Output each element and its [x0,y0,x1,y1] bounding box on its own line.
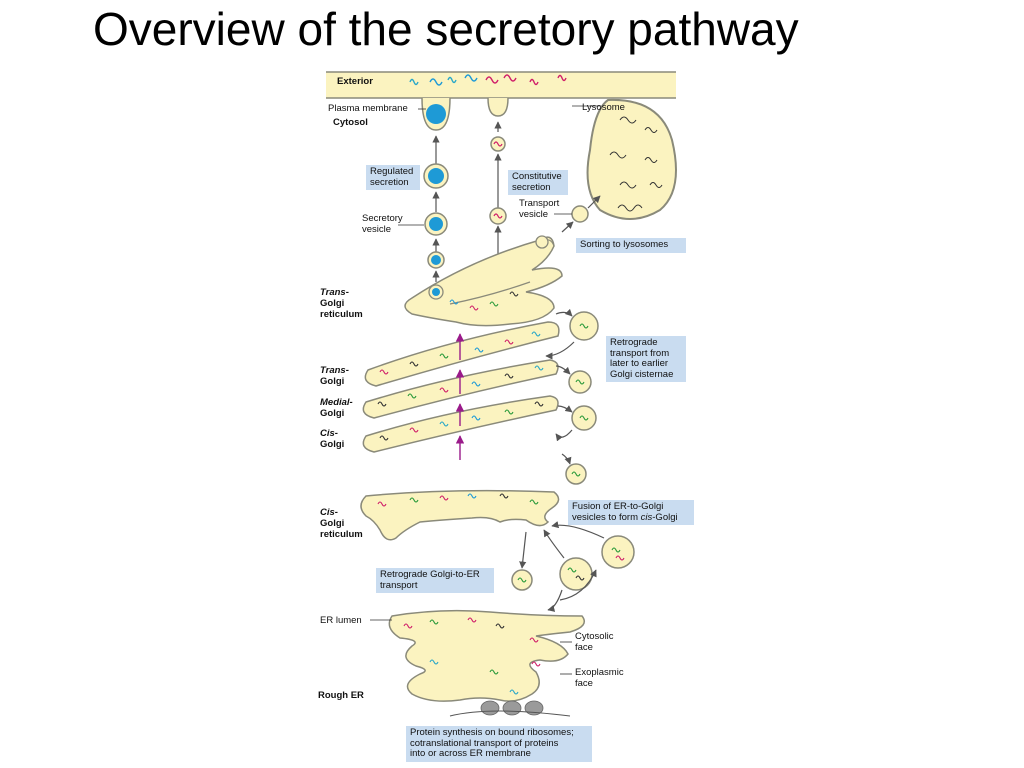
cis-golgi-label: Cis- Golgi [320,428,344,450]
transport-vesicle-label: Transport vesicle [519,198,560,220]
fusion-er-golgi-callout: Fusion of ER-to-Golgi vesicles to form c… [568,500,694,525]
rough-er [370,609,585,717]
pathway-illustration [326,71,677,717]
trans-golgi-reticulum-label: Trans- Golgi reticulum [320,287,363,320]
fusion-suffix: -Golgi [652,511,678,523]
sorting-to-lysosomes-callout: Sorting to lysosomes [576,238,686,253]
constitutive-secretion-callout: Constitutive secretion [508,170,568,195]
trans-golgi-suffix: Golgi [320,376,345,387]
fusion-italic: cis [640,511,653,523]
lysosome [561,98,677,233]
rough-er-label: Rough ER [318,690,364,701]
trans-golgi-reticulum-prefix: Trans- [320,287,349,298]
medial-golgi-suffix: Golgi [320,408,345,419]
protein-synthesis-callout: Protein synthesis on bound ribosomes; co… [406,726,592,762]
plasma-membrane-label: Plasma membrane [328,103,408,114]
cis-golgi-prefix: Cis- [320,428,338,439]
retrograde-er-callout: Retrograde Golgi-to-ER transport [376,568,494,593]
cytosol-label: Cytosol [333,117,368,128]
leader-lines [398,105,600,226]
slide-title: Overview of the secretory pathway [93,3,799,55]
secretory-vesicle-label: Secretory vesicle [362,213,403,235]
er-golgi-vesicles [511,521,635,612]
trans-golgi-reticulum-suffix: Golgi reticulum [320,298,363,320]
er-lumen-label: ER lumen [320,615,362,626]
regulated-secretion-vesicles [423,135,449,282]
trans-golgi-prefix: Trans- [320,365,349,376]
cis-golgi-reticulum-suffix: Golgi reticulum [320,518,363,540]
fusion-prefix: Fusion of ER-to-Golgi vesicles to form [572,501,664,523]
plasma-membrane [326,71,676,131]
lysosome-label: Lysosome [582,102,625,113]
trans-golgi-label: Trans- Golgi [320,365,349,387]
retrograde-golgi-vesicles [545,308,599,485]
cis-golgi-reticulum-label: Cis- Golgi reticulum [320,507,363,540]
retrograde-golgi-callout: Retrograde transport from later to earli… [606,336,686,382]
exoplasmic-face-label: Exoplasmic face [575,667,624,689]
cytosolic-face-label: Cytosolic face [575,631,614,653]
cis-golgi-suffix: Golgi [320,439,345,450]
medial-golgi-label: Medial- Golgi [320,397,353,419]
medial-golgi-prefix: Medial- [320,397,353,408]
cis-golgi-reticulum [360,489,560,541]
exterior-label: Exterior [337,76,373,87]
secretory-pathway-figure: Exterior Plasma membrane Cytosol Lysosom… [300,60,720,768]
cis-golgi-reticulum-prefix: Cis- [320,507,338,518]
trans-golgi-reticulum [404,235,563,327]
regulated-secretion-callout: Regulated secretion [366,165,420,190]
